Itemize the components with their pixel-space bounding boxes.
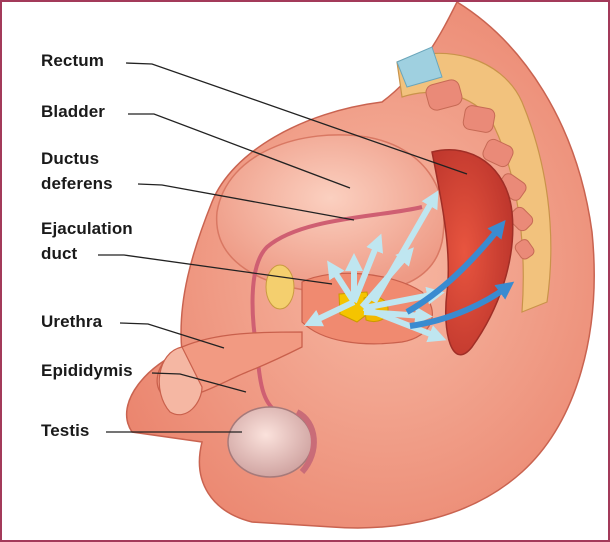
testis-shape xyxy=(228,407,312,477)
label-urethra: Urethra xyxy=(41,311,102,333)
label-ductus-line2: deferens xyxy=(41,173,113,195)
label-epididymis: Epididymis xyxy=(41,360,133,382)
label-testis: Testis xyxy=(41,420,89,442)
label-ejaculation-line2: duct xyxy=(41,243,77,265)
label-ejaculation-line1: Ejaculation xyxy=(41,218,133,240)
bulb-gland xyxy=(266,265,294,309)
label-ductus-line1: Ductus xyxy=(41,148,99,170)
label-bladder: Bladder xyxy=(41,101,105,123)
label-rectum: Rectum xyxy=(41,50,104,72)
